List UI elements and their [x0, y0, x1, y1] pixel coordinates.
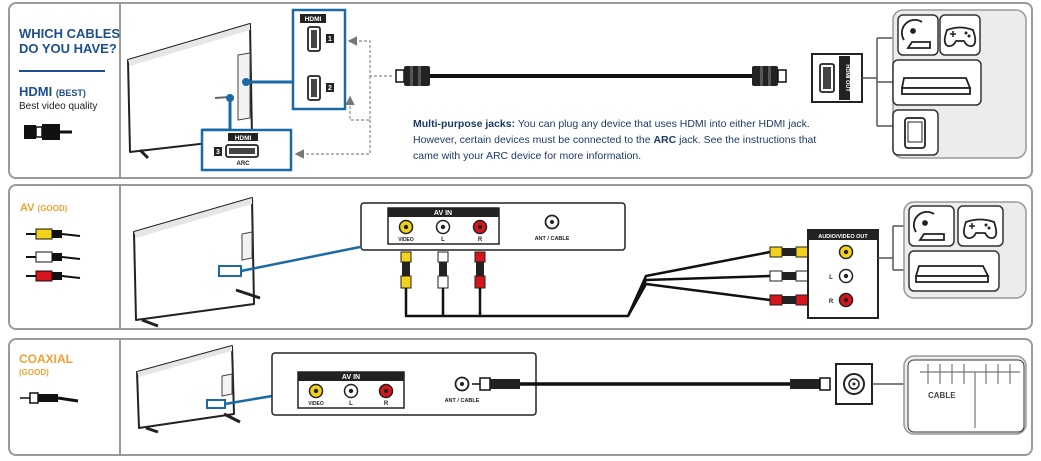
av-in-panel: AV IN VIDEO L R ANT / CABLE [360, 202, 626, 251]
hdmi-device-bracket [862, 37, 893, 127]
hdmi-jack-header: HDMI [305, 16, 322, 23]
av-out-r-label: R [829, 299, 834, 305]
av-ant-label: ANT / CABLE [535, 236, 570, 242]
av-badge: (GOOD) [37, 204, 68, 213]
av-video-label: VIDEO [398, 237, 414, 243]
satellite-dish-icon [901, 19, 931, 49]
coax-badge: (GOOD) [19, 368, 49, 377]
panel-divider [119, 340, 121, 454]
av-cable-tv-end [400, 251, 486, 289]
av-red-plug-icon [26, 270, 81, 282]
tv-back-coax [136, 345, 241, 434]
av-device-group [903, 201, 1027, 299]
note-text-3: came with your ARC device for more infor… [413, 150, 642, 162]
hdmi-arc-panel: HDMI 3 ARC [200, 128, 293, 172]
av-out-header: AUDIO/VIDEO OUT [818, 234, 868, 240]
game-controller-icon [943, 26, 977, 48]
tv-hdmi-bottom-port [226, 94, 234, 102]
cable-question-line2: DO YOU HAVE? [19, 41, 117, 56]
coax-av-in-header: AV IN [342, 374, 360, 381]
coax-label: COAXIAL (GOOD) [19, 352, 73, 380]
hdmi-dashed-arrows [294, 36, 392, 159]
set-top-box-icon [914, 265, 990, 283]
cable-label: CABLE [928, 391, 956, 400]
av-l-label: L [441, 237, 445, 243]
coax-plug-icon [20, 392, 79, 404]
tv-hdmi-side-port [242, 78, 250, 86]
note-text-1: You can plug any device that uses HDMI i… [515, 118, 810, 130]
hdmi-cable [395, 66, 787, 86]
av-white-plug-icon [26, 251, 81, 263]
av-label: AV (GOOD) [20, 202, 67, 214]
hdmi-jack-panel: HDMI 1 2 [291, 8, 347, 111]
av-out-panel: AUDIO/VIDEO OUT L R [807, 229, 879, 319]
cable-question: WHICH CABLES DO YOU HAVE? [19, 26, 120, 56]
coax-leader-line [224, 394, 273, 406]
hdmi-out-label: HDMI OUT [844, 64, 850, 92]
game-controller-icon [963, 218, 998, 240]
hdmi-badge: (BEST) [55, 88, 86, 98]
hdmi-plug-icon [24, 124, 72, 140]
coax-video-label: VIDEO [308, 401, 324, 407]
note-text-2b: jack. See the instructions that [676, 134, 817, 146]
av-in-header: AV IN [434, 210, 452, 217]
wall-coax-jack [835, 363, 873, 405]
tv-back-av [133, 197, 261, 328]
av-yellow-plug-icon [26, 228, 81, 240]
satellite-dish-icon [913, 211, 945, 241]
note-text-2a: However, certain devices must be connect… [413, 134, 654, 146]
antenna-cable-box [903, 355, 1027, 435]
arc-header: HDMI [235, 135, 252, 142]
hdmi-out-port: HDMI OUT [811, 53, 863, 103]
antenna-icon [920, 364, 1020, 428]
note-bold-1: Multi-purpose jacks: [413, 118, 516, 130]
hdmi-note: Multi-purpose jacks: You can plug any de… [413, 116, 843, 164]
av-cable-device-end [769, 246, 809, 306]
note-bold-2: ARC [653, 134, 677, 146]
hdmi-jack-2-num: 2 [328, 85, 332, 92]
sidebar-rule [19, 70, 105, 72]
coax-ant-label: ANT / CABLE [445, 398, 480, 404]
coax-title: COAXIAL [19, 352, 73, 366]
av-device-bracket [878, 225, 908, 271]
hdmi-label: HDMI (BEST) [19, 84, 86, 99]
coax-r-label: R [384, 401, 389, 407]
av-out-l-label: L [829, 275, 833, 281]
av-r-label: R [478, 237, 483, 243]
hdmi-desc: Best video quality [19, 101, 98, 112]
av-title: AV [20, 202, 35, 214]
av-cable-runs [404, 250, 771, 318]
coax-l-label: L [349, 401, 353, 407]
hdmi-jack-1-num: 1 [328, 36, 332, 43]
arc-label: ARC [237, 161, 251, 167]
cable-question-line1: WHICH CABLES [19, 26, 121, 41]
av-leader-line [240, 245, 361, 273]
hdmi-title: HDMI [19, 84, 53, 99]
coax-av-in-panel: AV IN VIDEO L R ANT / CABLE [271, 352, 537, 416]
coax-cable [472, 377, 831, 391]
set-top-box-icon [900, 77, 972, 95]
arc-jack-num: 3 [216, 149, 220, 156]
tablet-icon [904, 117, 926, 149]
panel-divider [119, 186, 121, 328]
panel-divider [119, 4, 121, 177]
